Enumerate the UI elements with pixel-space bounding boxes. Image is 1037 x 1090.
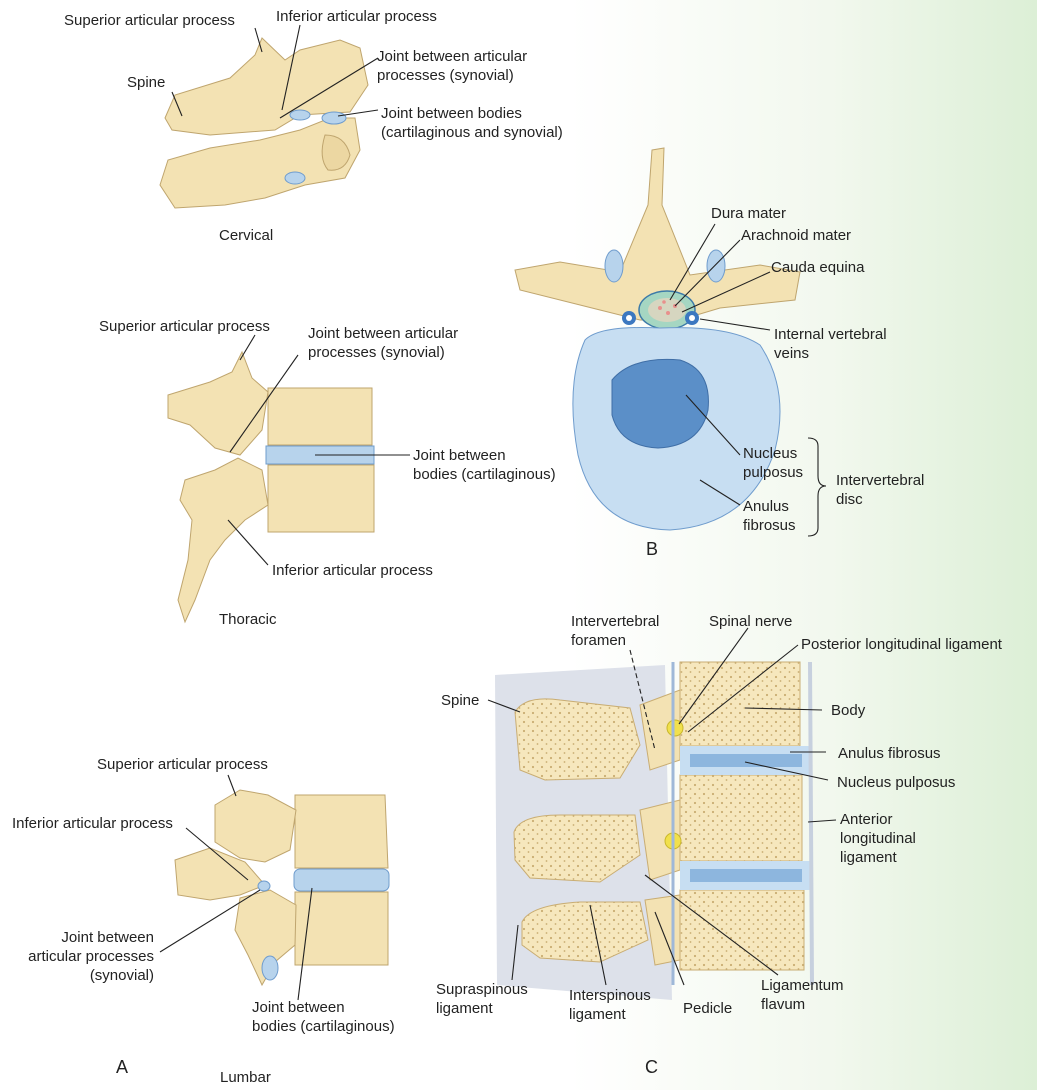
thoracic-inferior-articular-process-label: Inferior articular process (272, 562, 433, 579)
intervertebral-disc-label: Intervertebral disc (836, 472, 925, 508)
ligamentum-flavum-label: Ligamentum flavum (761, 977, 844, 1013)
leader-lines (159, 24, 837, 1001)
cervical-superior-articular-process-label: Superior articular process (64, 12, 235, 29)
cervical-vertebrae-drawing (159, 37, 369, 209)
thoracic-superior-articular-process-label: Superior articular process (99, 318, 270, 335)
sagittal-section-drawing (495, 661, 814, 1000)
superior-view-drawing (514, 147, 801, 531)
cervical-joint-articular-label: Joint between articular processes (synov… (377, 48, 528, 84)
lumbar-title: Lumbar (220, 1069, 271, 1086)
body-label: Body (831, 702, 866, 719)
interspinous-ligament-label: Interspinous ligament (569, 987, 651, 1023)
posterior-longitudinal-ligament-label: Posterior longitudinal ligament (801, 636, 1002, 653)
cauda-equina-label: Cauda equina (771, 259, 865, 276)
thoracic-joint-bodies-label: Joint between bodies (cartilaginous) (413, 447, 556, 483)
pedicle-label: Pedicle (683, 1000, 733, 1017)
lumbar-joint-articular-label: Joint between articular processes (synov… (28, 929, 154, 984)
lumbar-vertebrae-drawing (174, 789, 390, 987)
arachnoid-mater-label: Arachnoid mater (741, 227, 852, 244)
thoracic-vertebrae-drawing (167, 350, 375, 624)
nucleus-pulposus-label-c: Nucleus pulposus (837, 774, 956, 791)
cervical-title: Cervical (219, 227, 274, 244)
panel-a-letter: A (116, 1057, 129, 1077)
cervical-inferior-articular-process-label: Inferior articular process (276, 8, 437, 25)
anulus-fibrosus-label-c: Anulus fibrosus (838, 745, 941, 762)
cervical-spine-label: Spine (127, 74, 166, 91)
thoracic-title: Thoracic (219, 611, 277, 628)
supraspinous-ligament-label: Supraspinous ligament (436, 981, 528, 1017)
cervical-joint-bodies-label: Joint between bodies (cartilaginous and … (381, 105, 563, 141)
anulus-fibrosus-label-b: Anulus fibrosus (743, 498, 796, 534)
spinal-nerve-label: Spinal nerve (709, 613, 793, 630)
internal-vertebral-veins-label: Internal vertebral veins (774, 326, 887, 362)
dura-mater-label: Dura mater (711, 205, 787, 222)
panel-c-letter: C (645, 1057, 658, 1077)
panel-b-letter: B (646, 539, 659, 559)
intervertebral-foramen-label: Intervertebral foramen (571, 613, 660, 649)
lumbar-joint-bodies-label: Joint between bodies (cartilaginous) (252, 999, 395, 1035)
spine-label-c: Spine (441, 692, 480, 709)
nucleus-pulposus-label-b: Nucleus pulposus (743, 445, 804, 481)
lumbar-superior-articular-process-label: Superior articular process (97, 756, 268, 773)
anterior-longitudinal-ligament-label: Anterior longitudinal ligament (840, 811, 916, 866)
thoracic-joint-articular-label: Joint between articular processes (synov… (308, 325, 459, 361)
lumbar-inferior-articular-process-label: Inferior articular process (12, 815, 173, 832)
